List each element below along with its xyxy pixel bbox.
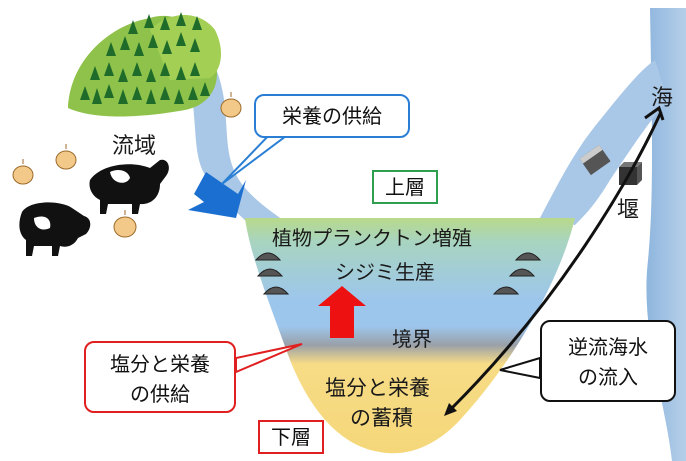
onion-icon	[113, 210, 137, 238]
nutrient-supply-callout: 栄養の供給	[254, 94, 410, 138]
accumulation-label-1: 塩分と栄養	[325, 376, 430, 400]
sea-label: 海	[651, 86, 674, 111]
boundary-label: 境界	[392, 327, 432, 351]
shijimi-label: シジミ生産	[335, 260, 435, 284]
lower-layer-box: 下層	[258, 420, 324, 454]
nutrient-supply-arrow	[188, 172, 246, 218]
nutrient-callout-tail	[221, 130, 289, 185]
seawater-inflow-arrow	[450, 111, 663, 410]
plankton-label: 植物プランクトン増殖	[272, 226, 472, 250]
cow-icon	[19, 202, 91, 256]
cow-icon	[89, 159, 169, 214]
onion-icon	[220, 92, 242, 118]
clam-icons	[254, 252, 542, 295]
watershed-label: 流域	[112, 134, 157, 159]
onion-icon	[55, 144, 77, 170]
salt-nutrient-arrow	[318, 286, 366, 338]
weir-label: 堰	[617, 198, 640, 223]
forest-trees	[80, 12, 210, 104]
salt-supply-callout: 塩分と栄養 の供給	[84, 341, 236, 413]
upper-layer-box: 上層	[372, 170, 438, 204]
seawater-inflow-callout: 逆流海水 の流入	[540, 320, 676, 402]
seawater-inflow-line-2: の流入	[578, 365, 638, 389]
salt-callout-tail	[235, 343, 303, 374]
sea-channel	[540, 60, 668, 225]
lake-basin	[245, 218, 575, 454]
forest-hills	[68, 15, 222, 117]
salt-supply-line-2: の供給	[130, 382, 190, 406]
seawater-inflow-line-1: 逆流海水	[568, 335, 648, 359]
salt-supply-line-1: 塩分と栄養	[110, 352, 210, 376]
accumulation-label-2: の蓄積	[350, 406, 413, 430]
onion-icon	[12, 159, 34, 185]
onion-icons	[12, 92, 242, 238]
weir-structure	[579, 144, 611, 176]
